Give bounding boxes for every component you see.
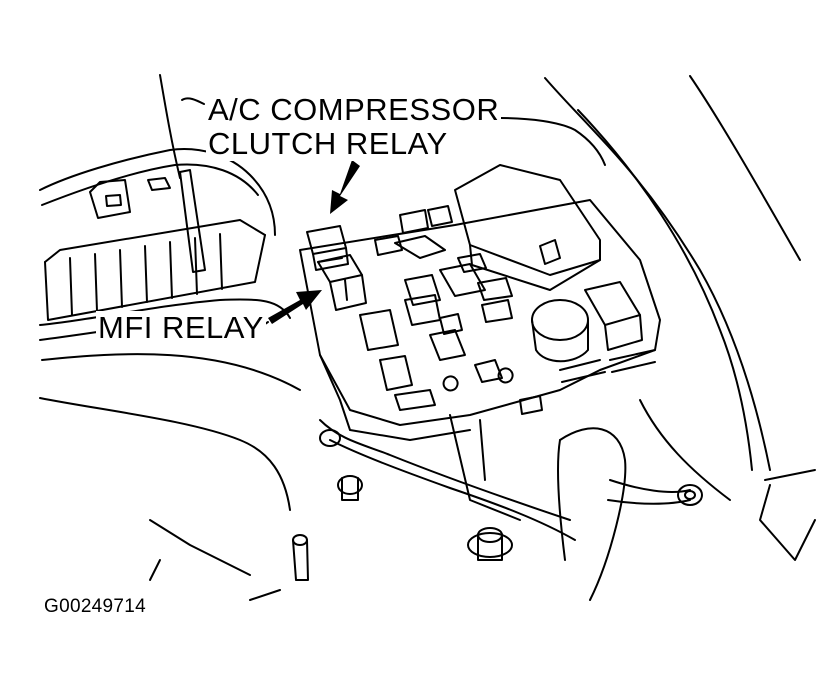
- ac-compressor-label-line2: CLUTCH RELAY: [206, 126, 450, 161]
- arrow-down-left-icon: [330, 160, 360, 214]
- wiring-harness: [319, 414, 691, 601]
- ac-compressor-label-line1: A/C COMPRESSOR: [206, 92, 502, 127]
- mounting-bolts: [292, 429, 703, 581]
- mfi-relay: [317, 254, 367, 311]
- engine-bay-outline: [159, 74, 816, 561]
- mfi-relay-label: MFI RELAY: [96, 310, 266, 345]
- arrow-right-icon: [268, 290, 322, 324]
- figure-id: G00249714: [44, 596, 147, 617]
- relay-box: [299, 164, 661, 441]
- air-intake-assembly: [39, 148, 301, 601]
